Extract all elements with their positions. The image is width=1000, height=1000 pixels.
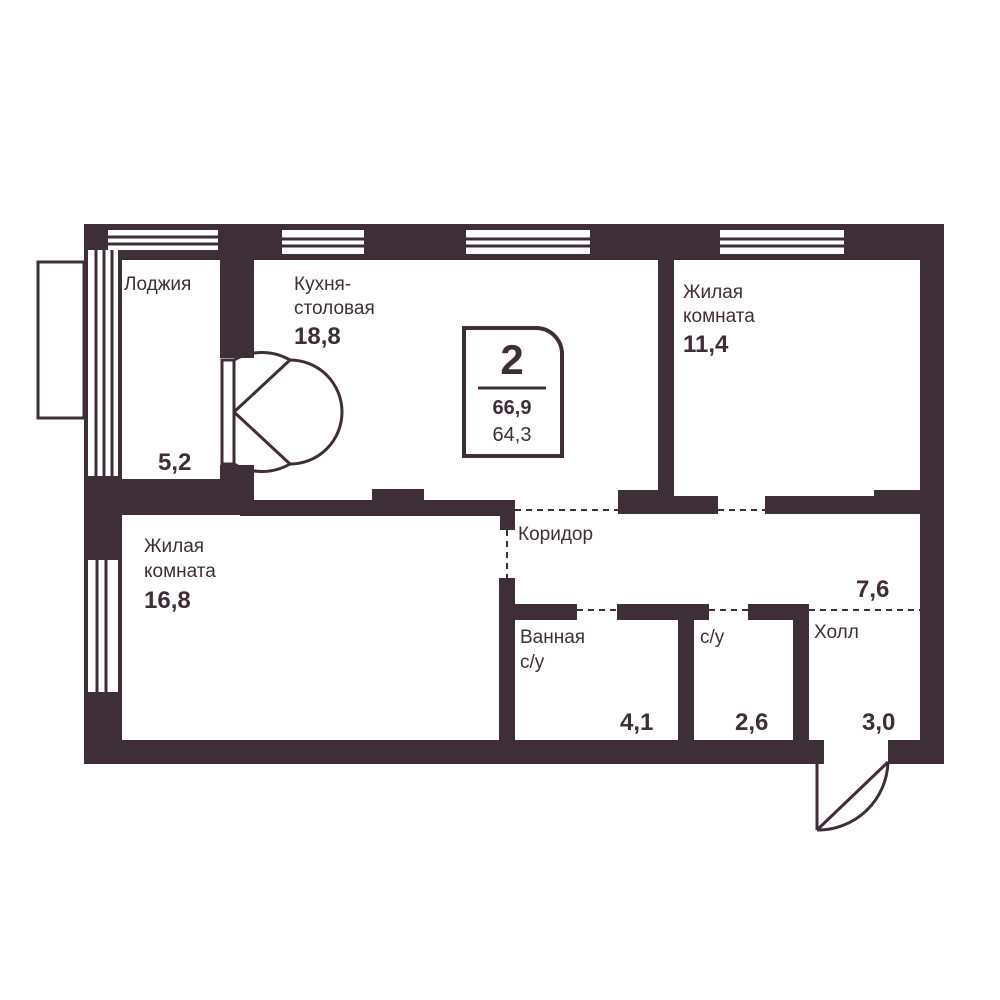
windows	[88, 230, 844, 692]
hall-area: 3,0	[862, 709, 895, 736]
loggia-bottom-wall	[84, 479, 254, 515]
room-door-jamb-left	[618, 490, 674, 514]
living-small-name-line1: Жилая	[683, 282, 743, 303]
loggia-balcony	[36, 260, 86, 420]
entrance-jamb	[806, 740, 822, 764]
bath-top-wall-left	[499, 604, 577, 620]
bath-wc-wall	[678, 604, 694, 744]
window-kitchen-1	[282, 230, 364, 254]
toilet-area: 2,6	[735, 709, 768, 736]
living-small-name-line2: комната	[683, 306, 755, 327]
corridor-name: Коридор	[518, 524, 593, 545]
kitchen-name-line1: Кухня-	[294, 274, 351, 295]
kitchen-bottom-wall	[240, 500, 515, 516]
bathroom-name-line1: Ванная	[520, 627, 585, 648]
wc-hall-wall	[793, 604, 809, 744]
bath-top-wall-right	[617, 604, 709, 620]
bathroom-area: 4,1	[620, 709, 653, 736]
window-room-large	[88, 560, 118, 692]
badge-room-count: 2	[500, 336, 523, 383]
living-large-area: 16,8	[144, 587, 191, 614]
room-hall: Холл 3,0	[814, 622, 895, 736]
bottom-wall-right	[888, 740, 944, 764]
room-door-jamb-right	[668, 496, 718, 514]
corridor-area: 7,6	[856, 576, 889, 603]
kitchen-room-wall	[658, 260, 674, 506]
window-room-small	[720, 230, 844, 254]
badge-total-area: 66,9	[493, 397, 532, 419]
apartment-badge: 2 66,9 64,3	[462, 326, 564, 458]
kitchen-area: 18,8	[294, 323, 341, 350]
room-living-small: Жилая комната 11,4	[683, 282, 755, 358]
loggia-door	[220, 350, 344, 474]
loggia-area: 5,2	[158, 449, 191, 476]
hall-name: Холл	[814, 622, 859, 643]
corridor-jamb	[500, 500, 515, 530]
large-room-right-wall	[499, 578, 515, 748]
entrance-door	[815, 760, 890, 832]
living-small-area: 11,4	[683, 331, 729, 358]
toilet-name: с/у	[700, 627, 725, 648]
loggia-kitchen-wall-top	[220, 224, 254, 358]
room-living-large: Жилая комната 16,8	[144, 536, 216, 614]
room-kitchen: Кухня- столовая 18,8	[294, 274, 375, 350]
room-loggia: Лоджия 5,2	[124, 274, 191, 476]
room-bottom-jamb	[874, 490, 924, 502]
window-kitchen-2	[466, 230, 590, 254]
living-large-name-line1: Жилая	[144, 536, 204, 557]
bathroom-name-line2: с/у	[520, 652, 545, 673]
room-toilet: с/у 2,6	[700, 627, 768, 736]
kitchen-bottom-jamb	[372, 489, 424, 503]
kitchen-name-line2: столовая	[294, 298, 375, 319]
living-large-name-line2: комната	[144, 561, 216, 582]
walls	[84, 224, 944, 764]
bottom-wall-left	[84, 740, 824, 764]
room-bathroom: Ванная с/у 4,1	[520, 627, 653, 736]
zone-boundaries	[506, 509, 920, 611]
loggia-name: Лоджия	[124, 274, 191, 295]
room-corridor: Коридор 7,6	[518, 524, 889, 603]
window-loggia-top	[108, 230, 218, 250]
badge-living-area: 64,3	[493, 424, 532, 446]
